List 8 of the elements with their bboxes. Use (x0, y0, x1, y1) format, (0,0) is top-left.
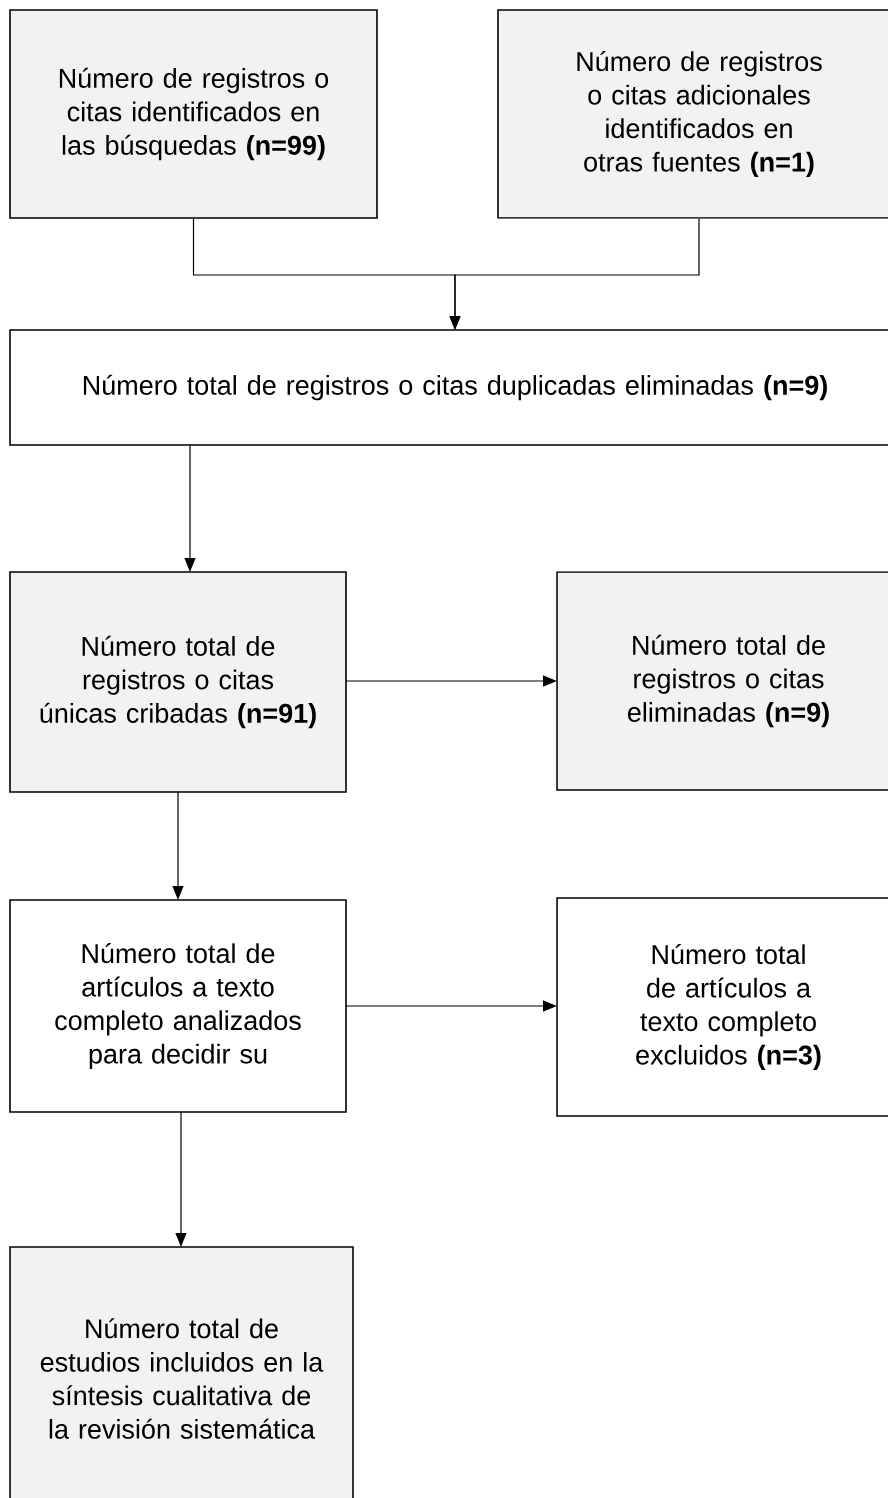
process-box: Número total de artículos a texto completo excluidos (n=3) (556, 897, 888, 1117)
process-box: Número total de registros o citas eliminadas (n=9) (556, 571, 888, 791)
process-box: Número de registros o citas adicionales identificados en otras fuentes (n=1) (497, 9, 888, 219)
process-box: Número total de artículos a texto completo analizados para decidir su (9, 899, 347, 1113)
process-box: Número de registros o citas identificados en las búsquedas (n=99) (9, 9, 378, 219)
process-box: Número total de estudios incluidos en la síntesis cualitativa de la revisión sistemática (9, 1246, 354, 1498)
process-box: Número total de registros o citas únicas cribadas (n=91) (9, 571, 347, 793)
process-box: Número total de registros o citas duplicadas eliminadas (n=9) (9, 329, 888, 446)
